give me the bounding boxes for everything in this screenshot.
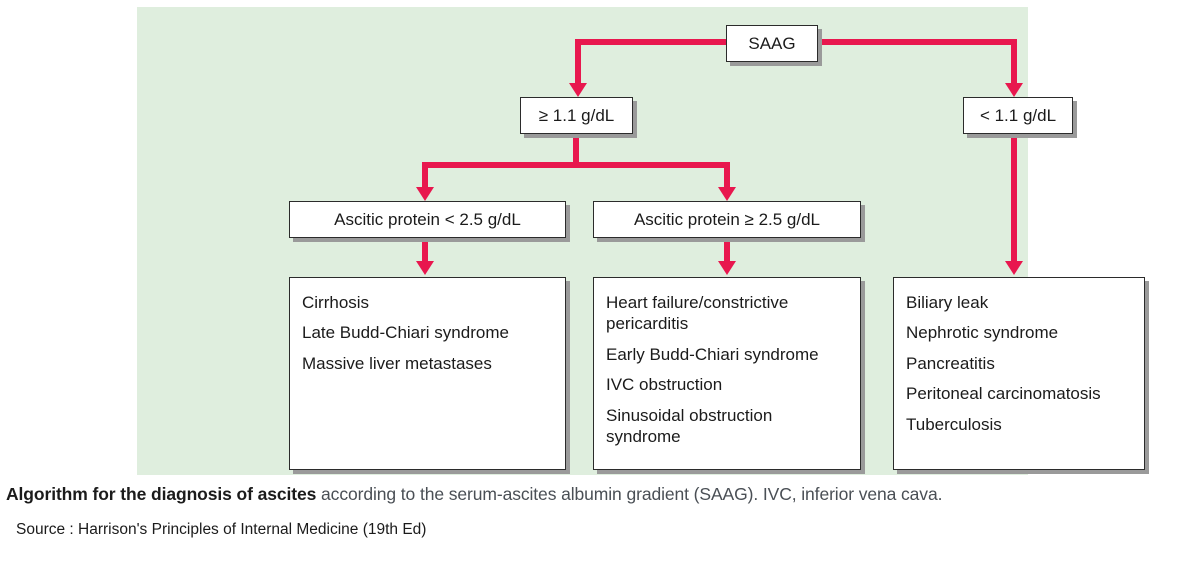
outcome-list-1: Cirrhosis Late Budd-Chiari syndrome Mass… [302,292,553,374]
outcome-box-low-saag: Biliary leak Nephrotic syndrome Pancreat… [893,277,1145,470]
node-saag-high-label: ≥ 1.1 g/dL [538,106,615,125]
arrowhead-to-outcome-2 [718,261,736,275]
arrowhead-to-saag-high [569,83,587,97]
outcome-box-high-saag-low-protein: Cirrhosis Late Budd-Chiari syndrome Mass… [289,277,566,470]
list-item: Early Budd-Chiari syndrome [606,344,819,364]
outcome-list-3: Biliary leak Nephrotic syndrome Pancreat… [906,292,1132,435]
connector-saag-to-low-vertical [1011,39,1017,85]
connector-high-saag-split-bar [422,162,730,168]
arrowhead-to-outcome-3 [1005,261,1023,275]
figure-caption-title: Algorithm for the diagnosis of ascites [6,484,317,504]
arrowhead-to-ascitic-protein-high [718,187,736,201]
connector-saag-to-high-vertical [575,39,581,85]
connector-high-saag-stem [573,134,579,167]
outcome-box-high-saag-high-protein: Heart failure/constrictive pericarditis … [593,277,861,470]
node-ascitic-protein-high-label: Ascitic protein ≥ 2.5 g/dL [633,210,821,229]
connector-saag-to-high-horizontal [575,39,728,45]
connector-ascitic-low-to-outcome [422,238,428,263]
list-item: IVC obstruction [606,375,723,395]
connector-high-saag-branch-left [422,162,428,189]
list-item: Pancreatitis [906,353,995,373]
figure-source: Source : Harrison's Principles of Intern… [16,521,427,538]
node-ascitic-protein-low: Ascitic protein < 2.5 g/dL [289,201,566,238]
connector-low-saag-to-outcome [1011,134,1017,263]
list-item: Tuberculosis [906,414,1002,434]
figure-caption: Algorithm for the diagnosis of ascites a… [6,484,1196,505]
figure-caption-body: according to the serum-ascites albumin g… [316,484,943,504]
node-ascitic-protein-high: Ascitic protein ≥ 2.5 g/dL [593,201,861,238]
node-saag-low-label: < 1.1 g/dL [979,106,1057,125]
connector-saag-to-low-horizontal [816,39,1017,45]
arrowhead-to-outcome-1 [416,261,434,275]
node-saag-high: ≥ 1.1 g/dL [520,97,633,134]
list-item: Biliary leak [906,293,989,312]
node-saag-label: SAAG [748,34,796,53]
list-item: Heart failure/constrictive pericarditis [606,293,789,334]
list-item: Nephrotic syndrome [906,323,1059,343]
outcome-list-2: Heart failure/constrictive pericarditis … [606,292,848,447]
arrowhead-to-ascitic-protein-low [416,187,434,201]
node-saag-low: < 1.1 g/dL [963,97,1073,134]
connector-high-saag-branch-right [724,162,730,189]
arrowhead-to-saag-low [1005,83,1023,97]
node-saag: SAAG [726,25,818,62]
node-ascitic-protein-low-label: Ascitic protein < 2.5 g/dL [334,210,521,229]
connector-ascitic-high-to-outcome [724,238,730,263]
list-item: Massive liver metastases [302,353,492,373]
list-item: Cirrhosis [302,293,370,312]
list-item: Sinusoidal obstruction syndrome [606,405,773,447]
figure-panel: SAAG ≥ 1.1 g/dL < 1.1 g/dL Ascitic prote… [137,7,1145,475]
list-item: Late Budd-Chiari syndrome [302,323,509,343]
list-item: Peritoneal carcinomatosis [906,384,1101,404]
